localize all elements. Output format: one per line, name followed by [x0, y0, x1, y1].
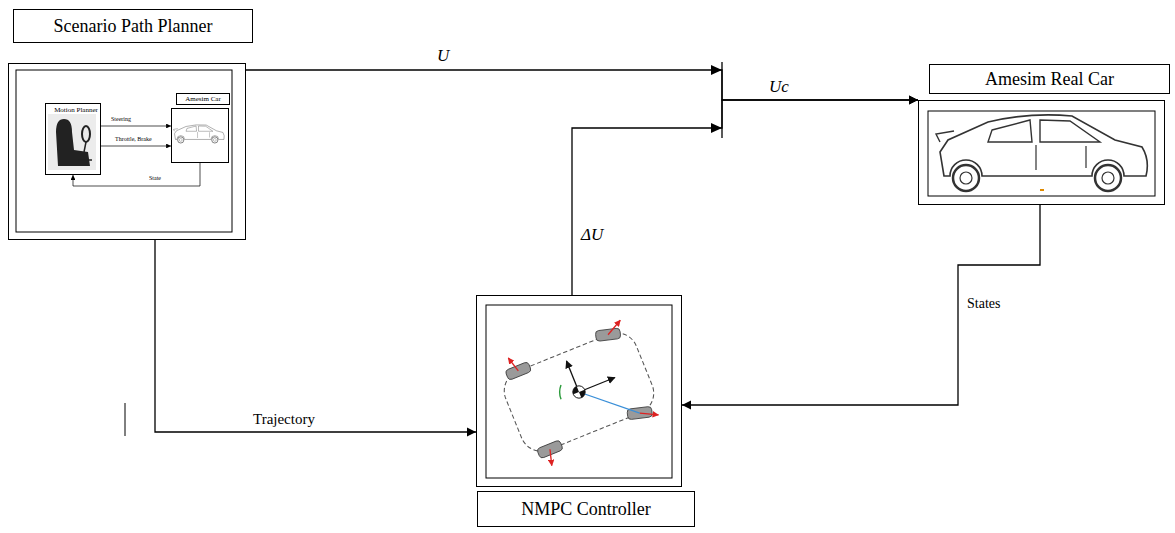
yaw-arc	[556, 385, 566, 399]
signal-label: States	[966, 296, 1001, 311]
inner-frame	[486, 305, 672, 478]
signal-label: Uc	[768, 78, 790, 97]
real-car-block: Amesim Real Car	[918, 100, 1165, 205]
simulator-frame	[78, 142, 92, 160]
tyre-force	[605, 320, 624, 334]
signal-arrow	[155, 240, 476, 432]
simulator-seat	[56, 119, 90, 166]
nmpc-block: NMPC Controller	[476, 295, 682, 487]
simulator-photo	[48, 114, 96, 170]
signal-arrow	[101, 126, 171, 127]
inner-frame	[928, 111, 1155, 196]
signal-label: Steering	[110, 116, 132, 123]
signal-arrow	[246, 70, 918, 100]
tyre-force	[508, 356, 518, 372]
lever-arm	[579, 374, 640, 431]
block-title: Scenario Path Planner	[13, 9, 253, 43]
signal-arrow	[682, 205, 1040, 405]
car-mark	[1040, 189, 1044, 191]
cursor-mark	[125, 403, 126, 436]
steering-wheel	[82, 126, 90, 142]
box-label: Motion Planner	[46, 105, 106, 115]
connector-group	[73, 70, 1040, 432]
block-title: NMPC Controller	[477, 491, 695, 527]
amesim-car-box: Amesim Car	[171, 108, 229, 163]
signal-label: U	[436, 47, 450, 66]
signal-arrow	[572, 100, 918, 295]
box-label: Amesim Car	[176, 93, 230, 105]
signal-label: State	[148, 175, 162, 182]
signal-label: Throttle, Brake	[114, 136, 153, 143]
signal-label: Trajectory	[252, 411, 316, 428]
centre-of-gravity	[571, 384, 587, 400]
cog-quadrant	[571, 386, 579, 394]
tyre	[537, 440, 564, 459]
cog-quadrant	[579, 390, 587, 398]
inner-frame	[16, 70, 232, 232]
vehicle-outline	[498, 326, 660, 457]
real-car	[936, 115, 1147, 191]
vehicle-model	[492, 312, 666, 472]
block-title: Amesim Real Car	[929, 64, 1170, 94]
signal-arrow	[101, 146, 171, 147]
small-car	[174, 125, 225, 143]
tyre-force	[546, 449, 556, 465]
tyre-force	[640, 407, 659, 421]
motion-planner-box: Motion Planner	[45, 103, 101, 175]
planner-block: Motion PlannerAmesim CarScenario Path Pl…	[8, 63, 246, 240]
signal-label: ΔU	[580, 226, 604, 245]
